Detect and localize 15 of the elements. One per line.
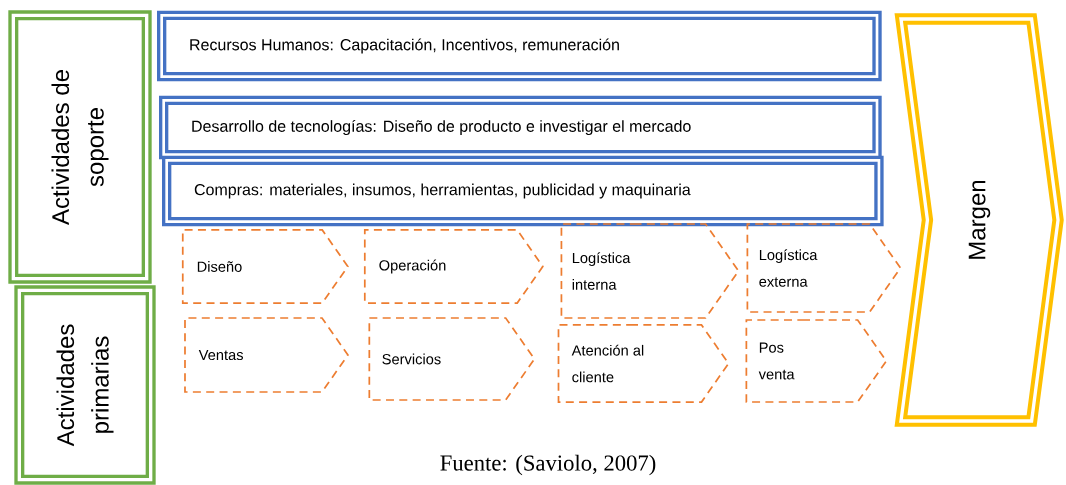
primary-activity-pentagon: Atención al cliente — [557, 324, 730, 403]
margin-chevron: Margen — [894, 13, 1064, 427]
primary-activity-pentagon: Servicios — [368, 317, 536, 401]
side-label-box: Actividades primarias — [14, 285, 156, 485]
primary-activity-pentagon: Diseño — [181, 229, 349, 304]
support-activity-box: Compras: materiales, insumos, herramientas, publicidad y maquinaria — [162, 155, 884, 227]
primary-activity-pentagon: Logística interna — [560, 223, 740, 319]
primary-activity-pentagon: Pos venta — [745, 319, 888, 403]
side-label-box: Actividades de soporte — [8, 10, 152, 284]
primary-activity-pentagon: Ventas — [184, 317, 349, 393]
primary-activity-pentagon: Logística externa — [746, 223, 902, 313]
support-activity-box: Desarrollo de tecnologías: Diseño de producto e investigar el mercado — [159, 95, 882, 160]
primary-activity-pentagon: Operación — [363, 229, 544, 304]
caption: Fuente: (Saviolo, 2007) — [440, 454, 656, 476]
support-activity-box: Recursos Humanos: Capacitación, Incentivos, remuneración — [157, 10, 882, 82]
